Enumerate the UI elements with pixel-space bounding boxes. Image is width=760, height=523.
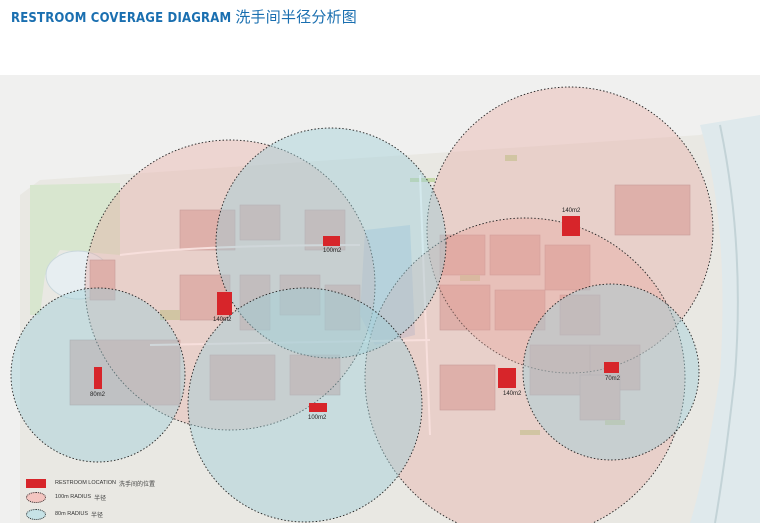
radius-100-circle: [364, 217, 686, 523]
lawn-strips: [160, 155, 625, 435]
river: [690, 115, 760, 523]
restroom-label: 140m2: [503, 391, 522, 397]
title-en: RESTROOM COVERAGE DIAGRAM: [11, 11, 232, 26]
site-plan-svg: 100m2 140m2 140m2 80m2 100m2 140m2 70m2: [0, 75, 760, 523]
restroom-marker: [94, 367, 102, 389]
restroom-label: 100m2: [308, 415, 327, 421]
restroom-marker: [498, 368, 516, 388]
restroom-label: 140m2: [213, 317, 232, 323]
building-blocks: [69, 184, 691, 421]
legend-restroom-cn: 洗手间的位置: [119, 481, 156, 488]
road-lines: [119, 174, 431, 436]
legend-radius-80-label: 80m RADIUS: [55, 511, 89, 517]
legend-restroom-label: RESTROOM LOCATION: [55, 480, 117, 486]
radius-80-circle: [187, 287, 423, 523]
restroom-label: 70m2: [605, 376, 621, 382]
radius-100-swatch: [26, 491, 46, 503]
restroom-label: 80m2: [90, 392, 106, 398]
restroom-label: 100m2: [323, 248, 342, 254]
legend-radius-100-cn: 半径: [94, 495, 107, 502]
restroom-swatch: [26, 478, 46, 488]
restroom-marker: [604, 362, 619, 373]
site-plan: 100m2 140m2 140m2 80m2 100m2 140m2 70m2: [0, 75, 760, 523]
restroom-marker: [323, 236, 340, 246]
title-cn: 洗手间半径分析图: [235, 8, 357, 26]
radius-80-swatch: [26, 508, 46, 520]
legend-radius-100-label: 100m RADIUS: [55, 494, 92, 500]
legend-radius-80-cn: 半径: [91, 512, 104, 519]
restroom-marker: [309, 403, 327, 412]
central-plaza: [360, 225, 415, 345]
river-bank: [714, 124, 739, 523]
green-zone-left: [30, 183, 120, 315]
restroom-label: 140m2: [562, 208, 581, 214]
restroom-marker: [562, 216, 580, 236]
restroom-markers: [94, 216, 619, 412]
restroom-marker: [217, 292, 232, 315]
radius-100-circle: [84, 139, 376, 431]
